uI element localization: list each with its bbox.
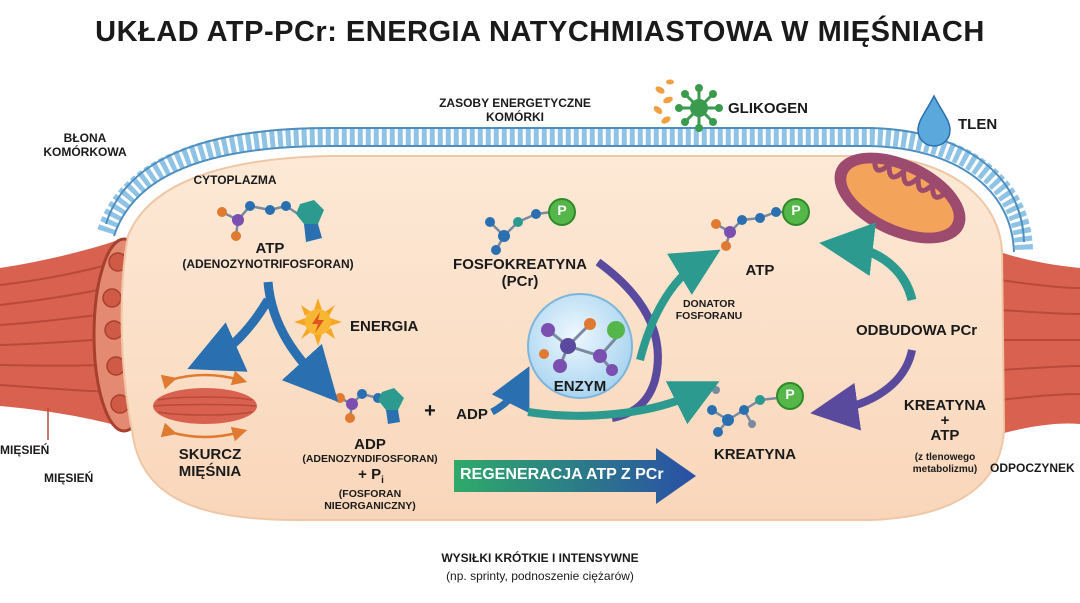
label-energy: ENERGIA <box>350 318 419 335</box>
phosphate-badge-pcr <box>548 198 576 226</box>
label-atp-full: (ADENOZYNOTRIFOSFORAN) <box>182 257 354 271</box>
label-aerobic: (z tlenowego metabolizmu) <box>912 452 978 475</box>
oxygen-droplet-icon <box>917 94 951 147</box>
label-pi-full: (FOSFORAN NIEORGANICZNY) <box>324 488 416 513</box>
label-examples: (np. sprinty, podnoszenie ciężarów) <box>446 569 634 583</box>
rebuild-up-arrow <box>819 222 917 302</box>
label-adp: ADP <box>354 436 386 453</box>
contracting-muscle-fiber <box>153 370 257 442</box>
phosphate-badge-creatine <box>776 382 804 410</box>
phosphate-letter-pcr: P <box>557 202 567 218</box>
cell-membrane <box>97 127 1033 251</box>
label-enzyme: ENZYM <box>553 378 607 395</box>
energy-sun-icon <box>294 298 342 346</box>
label-muscle-left-2: MIĘSIEŃ <box>44 471 94 485</box>
enzyme-bubble <box>527 293 633 399</box>
adp-molecule-icon <box>335 388 404 424</box>
label-atp-right: ATP <box>745 262 775 279</box>
atp-to-contraction-arrow <box>187 297 272 372</box>
label-regeneration: REGENERACJA ATP Z PCr <box>460 466 664 483</box>
label-creatine: KREATYNA <box>713 446 797 463</box>
label-efforts: WYSIŁKI KRÓTKIE I INTENSYWNE <box>441 551 639 565</box>
glycogen-icon <box>653 79 723 132</box>
regeneration-arrow <box>454 448 696 504</box>
label-creatine-atp: KREATYNA + ATP <box>903 397 987 444</box>
phosphate-letter-creatine: P <box>785 386 795 402</box>
label-plus: + <box>424 400 436 422</box>
label-cytoplasm: CYTOPLAZMA <box>193 173 277 187</box>
label-adp-full: (ADENOZYNDIFOSFORAN) <box>302 453 438 465</box>
to-atp-arrow <box>636 249 721 361</box>
label-muscle-contraction: SKURCZ MIĘŚNIA <box>178 446 242 481</box>
label-adp-2: ADP <box>456 406 488 423</box>
label-phosphate-donor: DONATOR FOSFORANU <box>675 298 743 323</box>
atp-to-adp-arrow <box>263 281 339 402</box>
pcr-molecule-icon <box>485 209 553 255</box>
label-atp: ATP <box>255 240 285 257</box>
label-membrane: BŁONA KOMÓRKOWA <box>43 131 127 159</box>
mitochondrion <box>834 152 966 244</box>
label-rest: ODPOCZYNEK <box>990 462 1075 475</box>
label-muscle-left-1: MIĘSIEŃ <box>0 443 50 457</box>
label-plus-pi: + Pi <box>358 466 384 486</box>
muscle-right <box>999 252 1080 434</box>
rebuild-down-arrow <box>810 349 916 431</box>
label-glycogen: GLIKOGEN <box>728 100 809 117</box>
phosphate-badge-atp <box>782 198 810 226</box>
phosphate-letter-atp: P <box>791 202 801 218</box>
label-oxygen: TLEN <box>958 116 998 133</box>
label-pcr: FOSFOKREATYNA (PCr) <box>453 256 587 291</box>
atp-right-molecule-icon <box>711 207 786 251</box>
atp-molecule-icon <box>217 200 324 242</box>
to-creatine-arrow <box>527 381 720 425</box>
adp-to-enzyme-arrow <box>490 366 530 416</box>
label-energy-stores: ZASOBY ENERGETYCZNE KOMÓRKI <box>439 96 591 124</box>
label-pcr-rebuild: ODBUDOWA PCr <box>856 322 978 339</box>
diagram-title: UKŁAD ATP-PCr: ENERGIA NATYCHMIASTOWA W … <box>95 16 985 48</box>
